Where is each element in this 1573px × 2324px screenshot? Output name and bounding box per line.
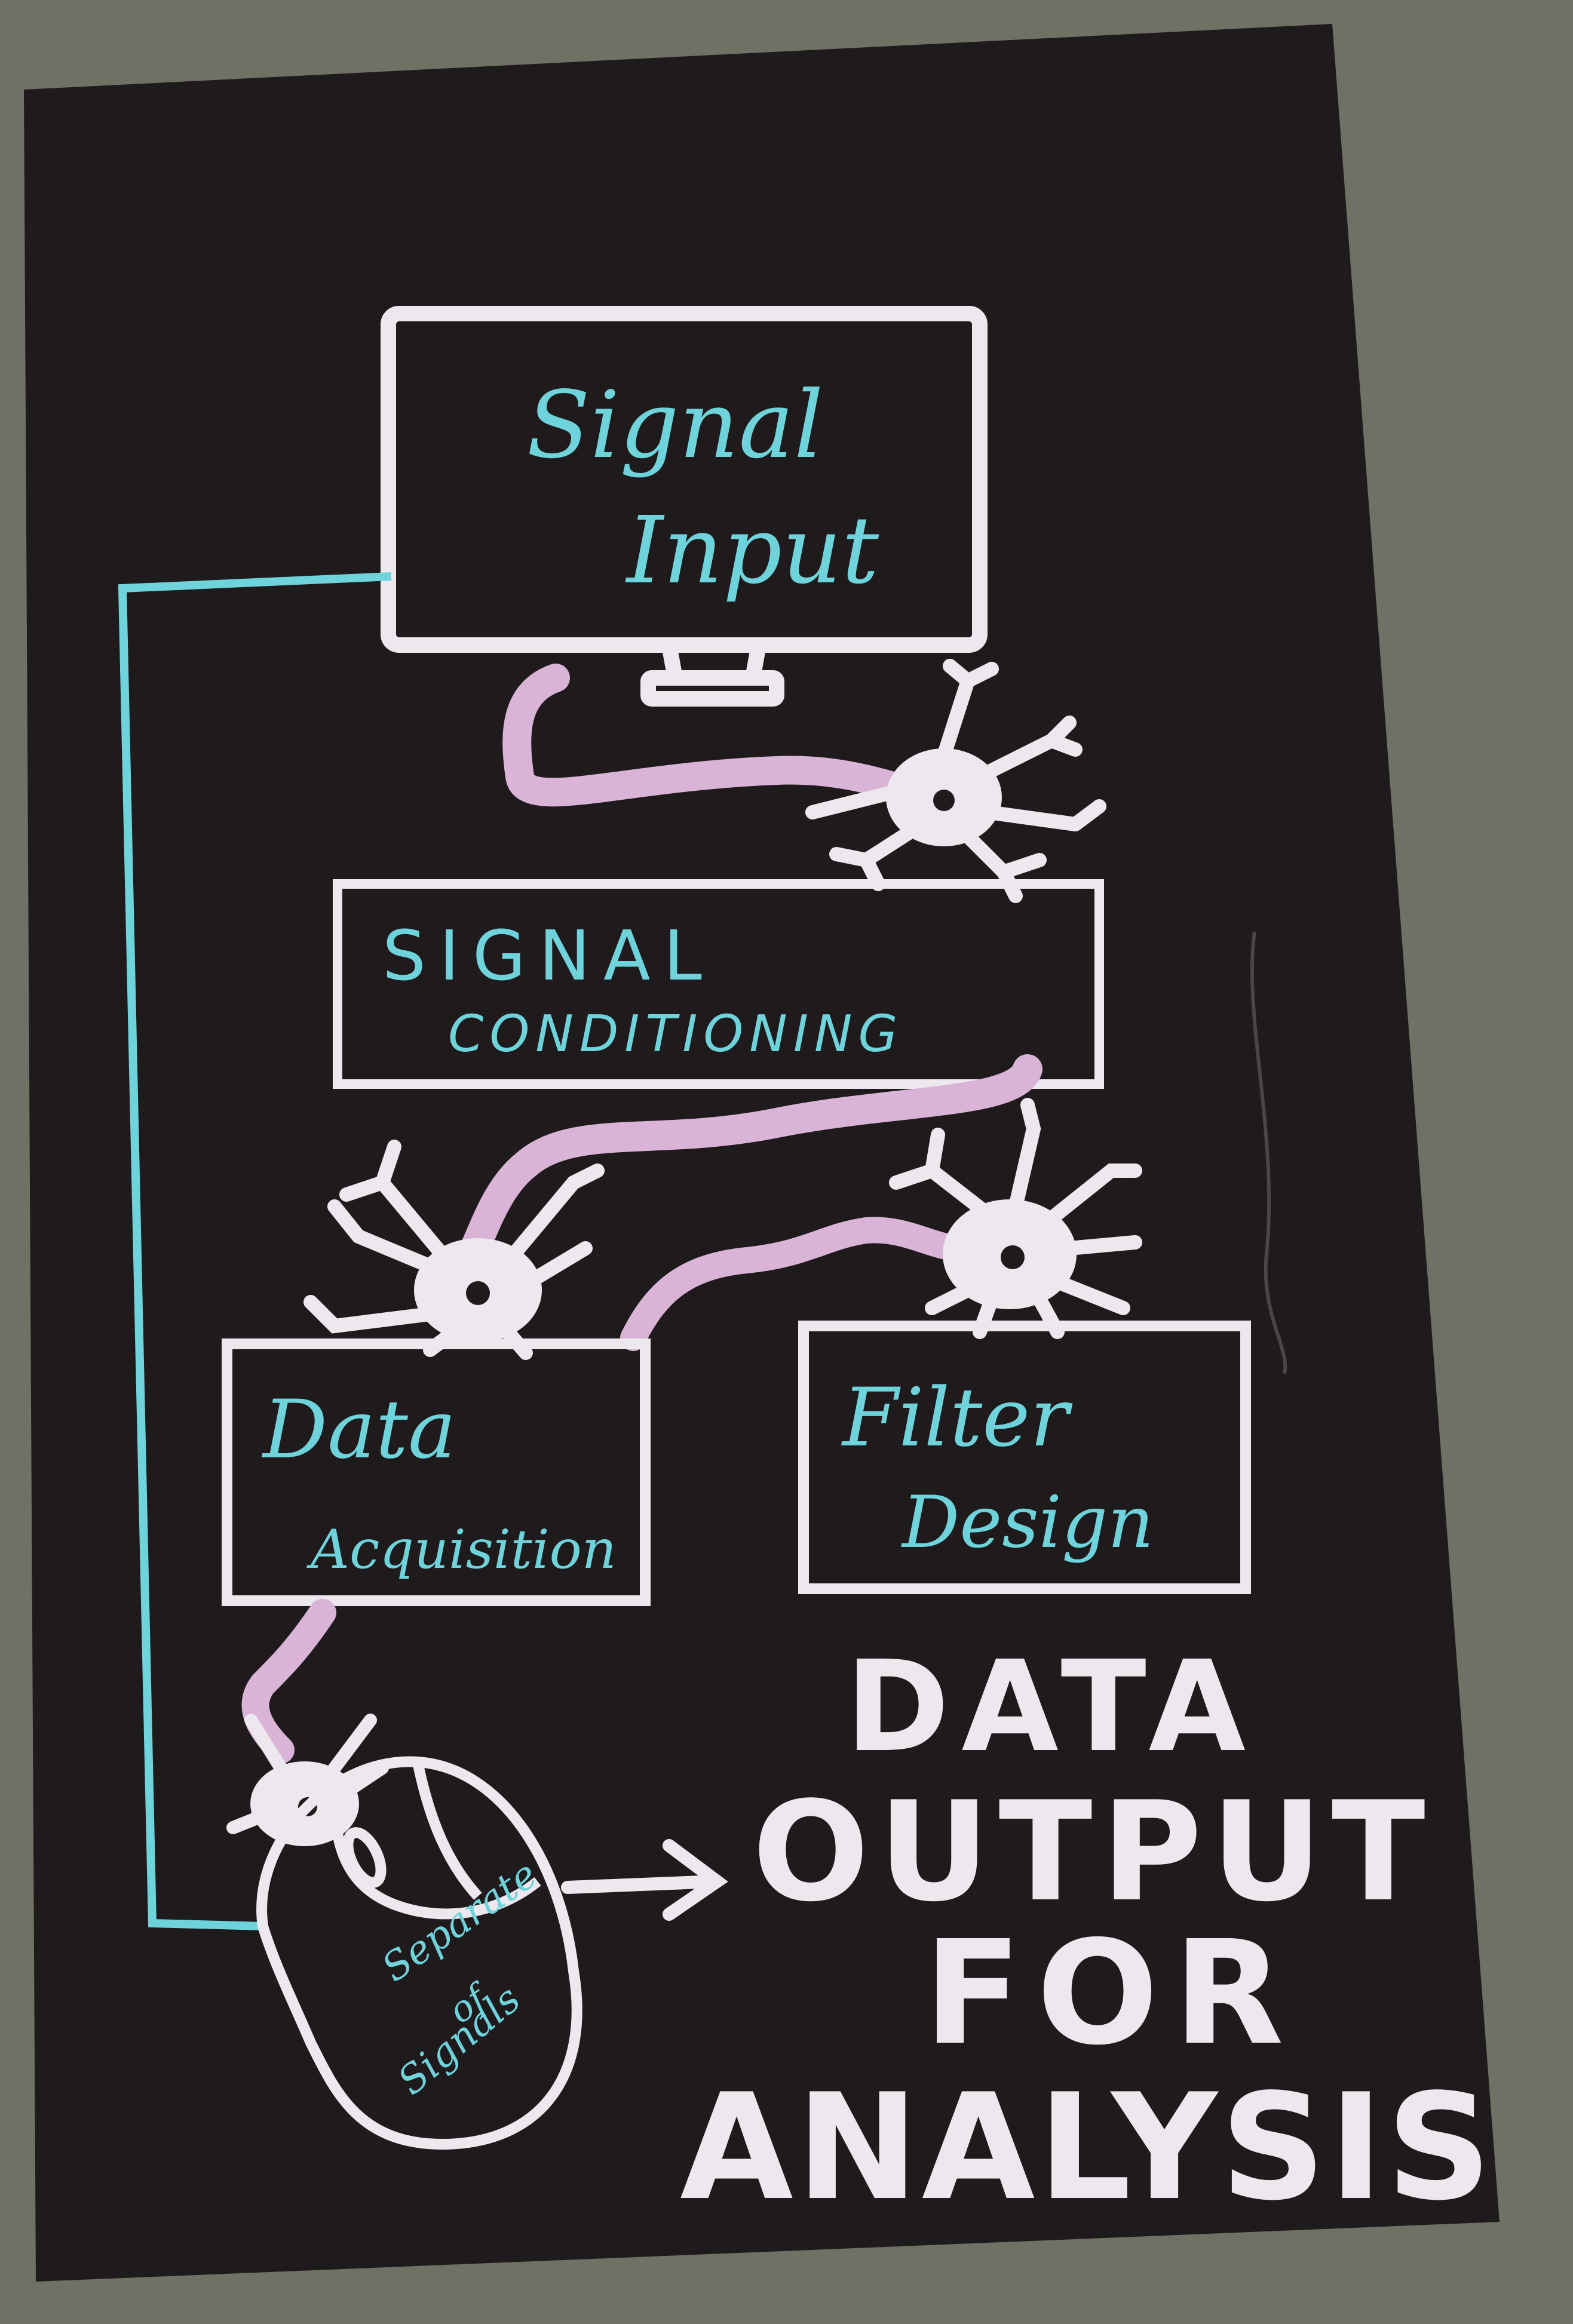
- filter-design-line2: Design: [901, 1481, 1154, 1564]
- pencil-scribble: [1250, 931, 1287, 1374]
- filter-design-node: Filter Design: [798, 1321, 1251, 1594]
- neuron-icon: [889, 1098, 1142, 1339]
- connector-conditioning-to-acquisition: [457, 1054, 1042, 1269]
- output-line1: DATA: [845, 1634, 1258, 1780]
- signal-input-line2: Input: [625, 496, 879, 604]
- signal-input-line1: Signal: [527, 371, 824, 479]
- signal-conditioning-line1: SIGNAL: [382, 916, 715, 996]
- data-acquisition-line2: Acquisition: [306, 1518, 617, 1581]
- neuron-icon: [805, 659, 1106, 903]
- data-output-label: DATA OUTPUT FOR ANALYSIS: [680, 1634, 1495, 2233]
- signal-conditioning-node: SIGNAL CONDITIONING: [333, 879, 1104, 1089]
- filter-design-line1: Filter: [841, 1371, 1073, 1465]
- arrow-right-icon: [561, 1839, 728, 1921]
- signal-conditioning-line2: CONDITIONING: [448, 1005, 903, 1064]
- output-line2: OUTPUT: [752, 1773, 1434, 1932]
- connector-acquisition-to-filter: [620, 1217, 975, 1351]
- output-line4: ANALYSIS: [680, 2062, 1495, 2233]
- data-acquisition-node: Data Acquisition: [222, 1338, 651, 1606]
- neuron-icon: [303, 1140, 605, 1360]
- monitor-icon: [381, 306, 988, 707]
- feedback-line: [118, 572, 392, 1930]
- output-line3: FOR: [924, 1909, 1299, 2077]
- computer-mouse-icon: [256, 1756, 582, 2150]
- connector-input-to-neuron: [502, 664, 946, 812]
- signal-input-node: Signal Input: [381, 306, 988, 707]
- data-acquisition-line1: Data: [261, 1383, 456, 1476]
